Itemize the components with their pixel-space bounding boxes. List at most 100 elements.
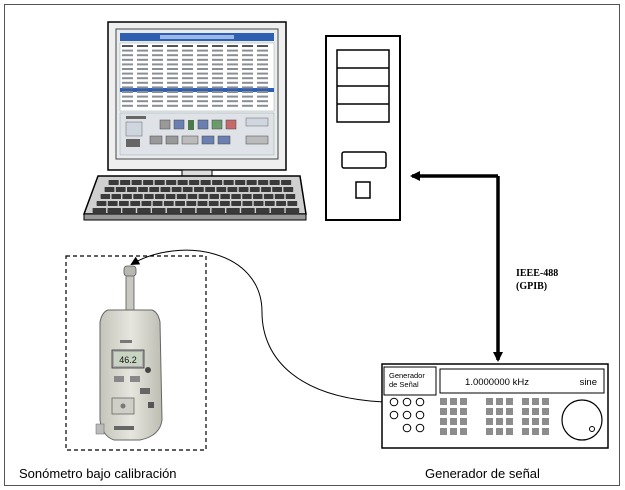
keyboard-key xyxy=(181,208,196,213)
keyboard-key xyxy=(253,194,263,199)
keyboard-key xyxy=(227,187,238,192)
keyboard-key xyxy=(242,194,252,199)
keyboard-key xyxy=(119,201,129,206)
keyboard-key xyxy=(120,180,131,185)
keyboard-key xyxy=(263,194,274,199)
keyboard-key xyxy=(186,201,197,206)
generator-key xyxy=(506,418,513,425)
keyboard-key xyxy=(246,180,257,185)
keyboard-key xyxy=(149,187,160,192)
generator-key xyxy=(496,408,503,415)
meter-dashed-box xyxy=(65,255,207,451)
keyboard-key xyxy=(269,180,280,185)
generator-key xyxy=(486,408,493,415)
keyboard-key xyxy=(166,180,177,185)
keyboard-key xyxy=(96,201,107,206)
generator-round-button xyxy=(402,397,412,407)
keyboard-key xyxy=(205,187,215,192)
keyboard-key xyxy=(197,201,208,206)
generator-key xyxy=(450,428,457,435)
generator-round-button xyxy=(389,397,399,407)
keyboard-key xyxy=(216,187,227,192)
keyboard-key xyxy=(209,194,219,199)
keyboard-key xyxy=(187,194,198,199)
generator-key xyxy=(440,418,447,425)
generator-key xyxy=(542,408,549,415)
keyboard-key xyxy=(200,180,211,185)
keyboard-key xyxy=(177,180,188,185)
keyboard-key xyxy=(115,187,126,192)
keyboard-key xyxy=(211,208,225,213)
keyboard-key xyxy=(285,208,300,213)
generator-key xyxy=(450,408,457,415)
keyboard-key xyxy=(141,201,152,206)
keyboard-key xyxy=(108,180,119,185)
meter-display: 46.2 xyxy=(119,355,137,365)
generator-key xyxy=(496,398,503,405)
gpib-link-arrow xyxy=(410,171,503,362)
keyboard-key xyxy=(182,187,193,192)
keyboard-key xyxy=(196,208,211,213)
generator-key xyxy=(460,408,467,415)
keyboard-key xyxy=(104,187,115,192)
keyboard-key xyxy=(212,180,223,185)
keyboard xyxy=(82,175,307,221)
keyboard-key xyxy=(152,208,166,213)
keyboard-key xyxy=(241,208,255,213)
generator-round-button xyxy=(415,423,425,433)
keyboard-key xyxy=(176,194,187,199)
keyboard-key xyxy=(264,201,275,206)
generator-round-button xyxy=(415,397,425,407)
keyboard-key xyxy=(238,187,249,192)
generator-key xyxy=(532,428,539,435)
keyboard-key xyxy=(249,187,260,192)
generator-key xyxy=(542,428,549,435)
keyboard-key xyxy=(137,208,151,213)
generator-round-button xyxy=(389,410,399,420)
frequency-readout: 1.0000000 kHz xyxy=(465,377,529,388)
keyboard-key xyxy=(272,187,282,192)
keyboard-key xyxy=(160,187,171,192)
power-button xyxy=(355,181,371,199)
keyboard-key xyxy=(198,194,209,199)
keyboard-key xyxy=(208,201,219,206)
generator-key xyxy=(440,408,447,415)
monitor-screen xyxy=(115,28,279,160)
keyboard-key xyxy=(220,194,230,199)
generator-key xyxy=(450,398,457,405)
generator-key xyxy=(440,398,447,405)
floppy-drive xyxy=(341,151,387,169)
keyboard-key xyxy=(154,180,165,185)
generator-key xyxy=(542,418,549,425)
sound-level-meter-icon: 46.2 xyxy=(95,265,163,441)
keyboard-key xyxy=(285,194,296,199)
monitor-stand xyxy=(181,169,213,177)
generator-key xyxy=(532,408,539,415)
signal-generator-icon: Generador de Señal 1.0000000 kHz sine xyxy=(381,363,609,449)
generator-round-button xyxy=(402,423,412,433)
signal-cable xyxy=(130,249,385,403)
keyboard-key xyxy=(283,187,294,192)
generator-buttons xyxy=(389,397,425,433)
generator-key xyxy=(440,428,447,435)
keyboard-key xyxy=(242,201,253,206)
generator-key xyxy=(486,428,493,435)
generator-key xyxy=(460,398,467,405)
keyboard-key xyxy=(270,208,285,213)
keyboard-key xyxy=(130,201,141,206)
link-label: IEEE-488 (GPIB) xyxy=(516,268,561,292)
keyboard-key xyxy=(287,201,298,206)
keyboard-key xyxy=(166,208,181,213)
generator-key xyxy=(460,428,467,435)
keyboard-key xyxy=(131,180,142,185)
keyboard-key xyxy=(281,180,292,185)
knob-indicator xyxy=(589,426,595,432)
generator-key xyxy=(486,418,493,425)
keyboard-key xyxy=(138,187,148,192)
keyboard-key xyxy=(155,194,165,199)
generator-key xyxy=(522,428,529,435)
keyboard-key xyxy=(152,201,163,206)
generator-key xyxy=(450,418,457,425)
keyboard-key xyxy=(107,208,121,213)
